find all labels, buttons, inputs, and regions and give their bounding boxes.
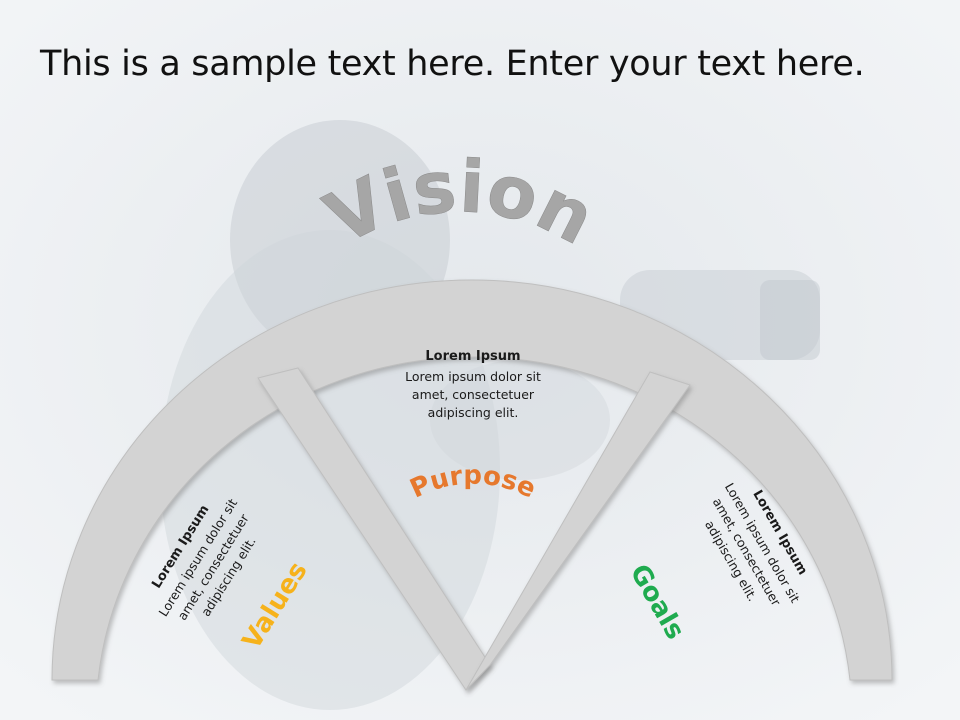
values-label: Values xyxy=(237,557,314,655)
vision-heading: Vision xyxy=(313,144,608,261)
purpose-body: Lorem ipsum dolor sit amet, consectetuer… xyxy=(405,369,541,420)
slide-title: This is a sample text here. Enter your t… xyxy=(40,44,865,84)
goals-label: Goals xyxy=(624,559,691,644)
purpose-label: Purpose xyxy=(406,461,541,505)
purpose-text-block: Lorem Ipsum Lorem ipsum dolor sit amet, … xyxy=(393,348,553,422)
purpose-heading: Lorem Ipsum xyxy=(425,349,521,364)
arch-spoke-right xyxy=(465,371,691,691)
